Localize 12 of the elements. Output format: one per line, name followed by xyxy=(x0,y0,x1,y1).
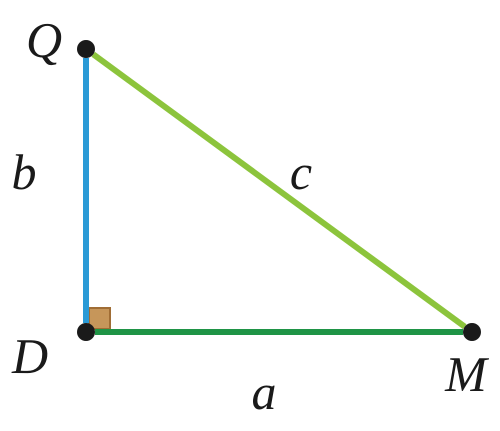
vertex-point xyxy=(463,323,481,341)
vertex-point xyxy=(77,323,95,341)
vertex-label: D xyxy=(12,331,48,381)
triangle-side xyxy=(95,329,463,335)
vertex-label: M xyxy=(445,349,487,399)
triangle-side xyxy=(83,58,89,323)
vertex-point xyxy=(77,40,95,58)
edge-label: c xyxy=(290,147,312,197)
vertex-label: Q xyxy=(26,15,62,65)
triangle-side xyxy=(91,52,467,330)
edge-label: a xyxy=(252,367,276,417)
edge-label: b xyxy=(12,147,36,197)
